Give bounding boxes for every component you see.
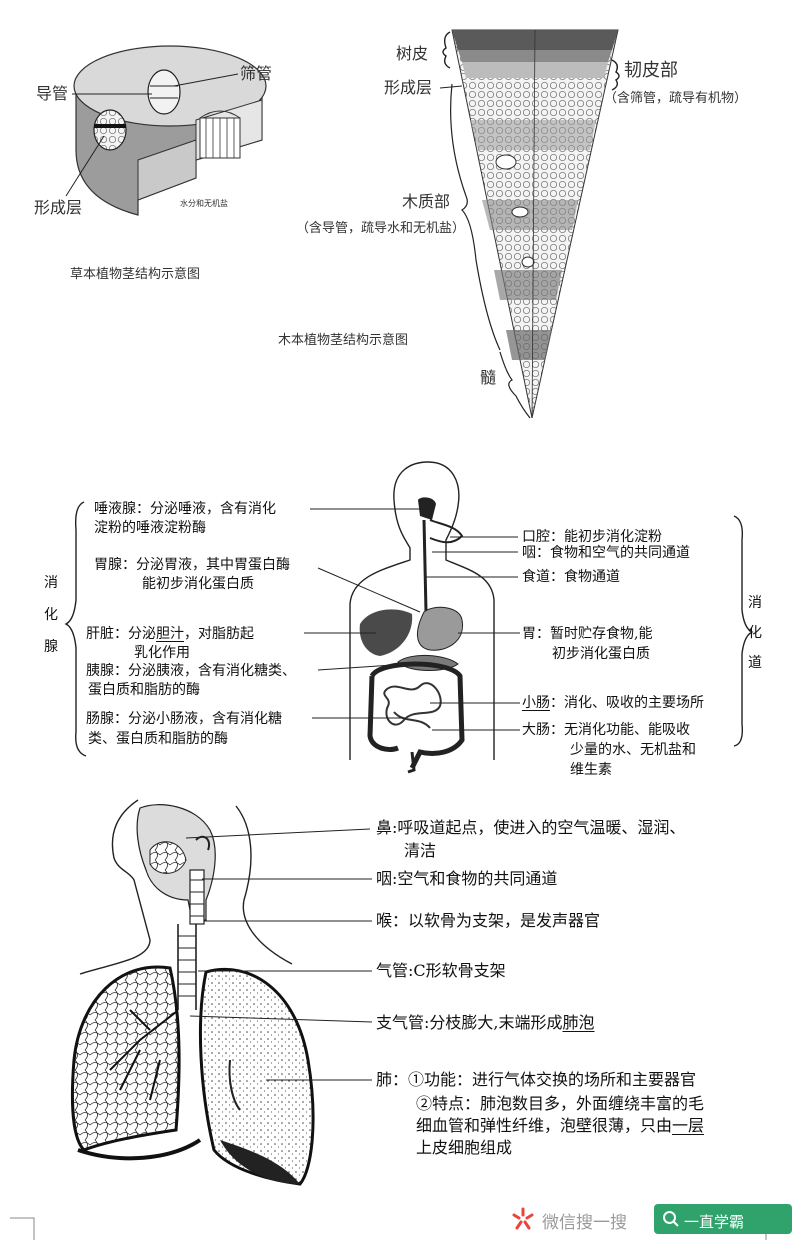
- tract-desc-3: 维生素: [570, 762, 612, 778]
- tract-name: 咽：: [522, 545, 550, 561]
- herb-label-daoguan: 导管: [36, 84, 69, 103]
- gland-desc-2: 乳化作用: [134, 645, 190, 661]
- digestive-body-drawing: [64, 461, 754, 774]
- search-brand-text: 一直学霸: [684, 1213, 745, 1231]
- tract-desc: 食物和空气的共同通道: [550, 545, 690, 561]
- wood-label-muzhibu-note: （含导管，疏导水和无机盐）: [296, 221, 466, 236]
- gland-desc-2: 淀粉的唾液淀粉酶: [94, 520, 206, 536]
- search-brand-button[interactable]: 一直学霸: [654, 1204, 792, 1234]
- resp-desc: :空气和食物的共同通道: [392, 869, 558, 888]
- gland-desc-2: 类、蛋白质和脂肪的酶: [88, 731, 228, 747]
- gland-name: 肠腺：: [86, 711, 128, 727]
- resp-name: 支气管: [376, 1013, 425, 1032]
- wood-label-xingchengceng: 形成层: [384, 78, 433, 97]
- gland-desc-underline: 胆汁: [156, 626, 184, 642]
- wood-label-shupi: 树皮: [396, 44, 429, 63]
- tract-sep: ：: [550, 695, 564, 711]
- tract-desc-2: 初步消化蛋白质: [552, 646, 650, 662]
- herb-stem-drawing: [65, 45, 267, 216]
- gland-name: 肝脏：: [86, 626, 128, 642]
- wechat-search-watermark[interactable]: 微信搜一搜 一直学霸: [506, 1202, 796, 1236]
- group-label-dao-r: 道: [748, 655, 762, 671]
- herb-label-shaiguan: 筛管: [240, 64, 273, 83]
- resp-lung-feature-2-underline: 一层: [672, 1116, 705, 1135]
- wechat-search-logo-icon: [512, 1207, 534, 1230]
- gland-desc-2: 能初步消化蛋白质: [142, 576, 254, 592]
- herb-label-xingchengceng: 形成层: [34, 198, 83, 217]
- herb-caption: 草本植物茎结构示意图: [70, 267, 201, 282]
- resp-desc: ：以软骨为支架，是发声器官: [392, 911, 601, 930]
- tract-desc: 能初步消化淀粉: [564, 529, 662, 545]
- resp-desc: :呼吸道起点，使进入的空气温暖、湿润、: [392, 818, 686, 837]
- gland-desc: 分泌小肠液，含有消化糖: [128, 711, 282, 727]
- gland-desc: 分泌胃液，其中胃蛋白酶: [136, 557, 290, 573]
- gland-desc: 分泌胰液，含有消化糖类、: [128, 663, 296, 679]
- wood-label-renpibu-note: （含筛管，疏导有机物）: [604, 91, 748, 106]
- group-label-hua-r: 化: [748, 625, 762, 641]
- resp-name: 气管: [376, 961, 409, 980]
- tract-name: 胃：: [522, 626, 550, 642]
- woody-stem-drawing: [439, 29, 620, 419]
- resp-name: 肺: [376, 1070, 393, 1089]
- group-label-hua: 化: [44, 607, 58, 623]
- respiratory-drawing: [71, 799, 373, 1186]
- tract-name: 小肠: [522, 695, 550, 711]
- search-icon: [663, 1211, 679, 1227]
- group-label-xiao: 消: [44, 575, 58, 591]
- resp-desc-2: 清洁: [404, 841, 437, 860]
- tract-desc: 食物通道: [564, 569, 620, 585]
- gland-desc: 分泌唾液，含有消化: [150, 501, 276, 517]
- resp-lung-feature-1: ②特点：肺泡数目多，外面缠绕丰富的毛: [416, 1094, 705, 1113]
- gland-name: 胃腺：: [94, 557, 136, 573]
- wood-label-renpibu: 韧皮部: [624, 60, 678, 81]
- crop-mark-left: [10, 1217, 35, 1240]
- tract-desc: 暂时贮存食物,能: [550, 626, 653, 642]
- wood-label-muzhibu: 木质部: [402, 192, 451, 211]
- tract-desc: 无消化功能、能吸收: [564, 722, 690, 738]
- resp-desc: ：①功能：进行气体交换的场所和主要器官: [392, 1070, 697, 1089]
- gland-name: 胰腺：: [86, 663, 128, 679]
- tract-desc: 消化、吸收的主要场所: [564, 695, 704, 711]
- tract-name: 食道：: [522, 569, 564, 585]
- wood-caption: 木本植物茎结构示意图: [278, 333, 409, 348]
- resp-name: 咽: [376, 869, 393, 888]
- tract-name: 大肠：: [522, 722, 564, 738]
- resp-name: 鼻: [376, 818, 393, 837]
- wood-label-sui: 髓: [480, 368, 497, 387]
- gland-desc: 分泌: [128, 626, 156, 642]
- tract-name: 口腔：: [522, 529, 564, 545]
- resp-desc: :C形软骨支架: [408, 961, 506, 980]
- gland-desc-2: 蛋白质和脂肪的酶: [88, 682, 200, 698]
- resp-desc-underline: 肺泡: [562, 1013, 595, 1032]
- resp-desc: :分枝膨大,末端形成: [424, 1013, 563, 1032]
- resp-lung-feature-2: 细血管和弹性纤维，泡壁很薄，只由: [416, 1116, 673, 1135]
- group-label-xiao-r: 消: [748, 595, 762, 611]
- herb-label-shuifen: 水分和无机盐: [180, 199, 228, 208]
- resp-lung-feature-3: 上皮细胞组成: [416, 1138, 513, 1157]
- gland-desc-post: ，对脂肪起: [184, 626, 254, 642]
- gland-name: 唾液腺：: [94, 501, 150, 517]
- resp-name: 喉: [376, 911, 393, 930]
- tract-desc-2: 少量的水、无机盐和: [570, 742, 696, 758]
- wechat-search-text: 微信搜一搜: [542, 1213, 627, 1233]
- group-label-xian: 腺: [44, 639, 58, 655]
